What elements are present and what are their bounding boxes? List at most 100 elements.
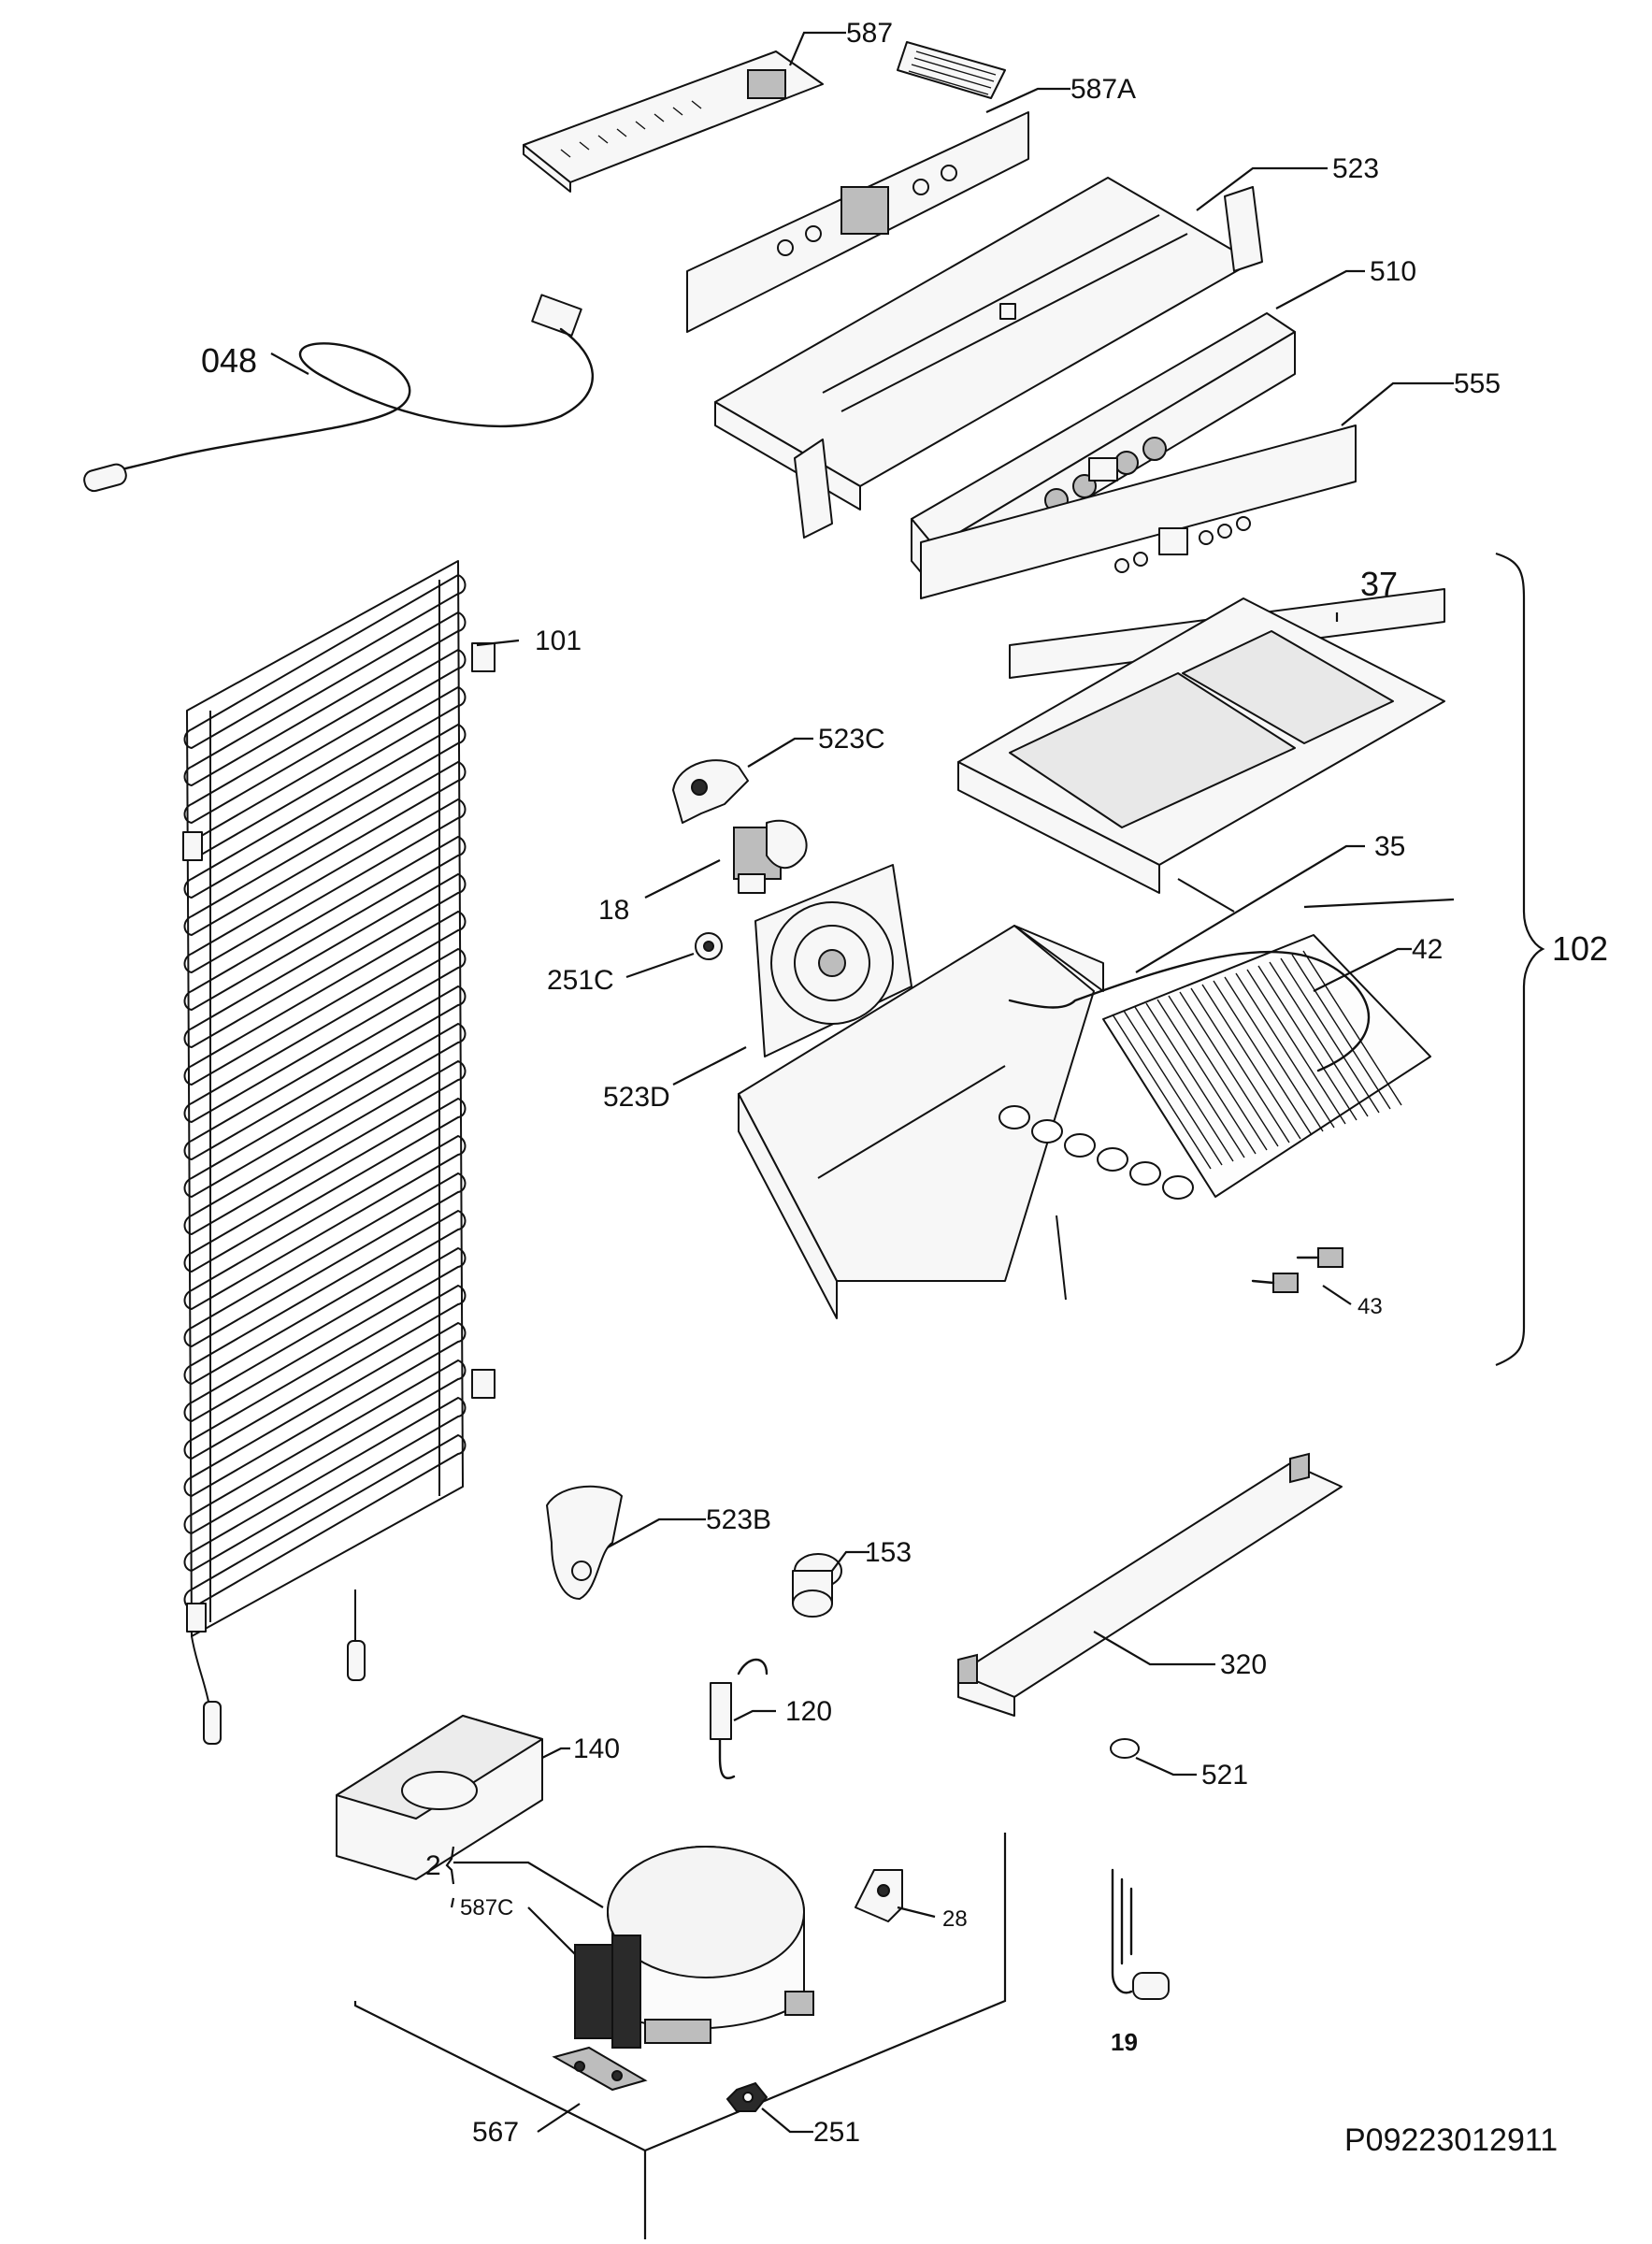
- evaporator-coil-loop: [1129, 1161, 1161, 1186]
- evaporator-fin: [1246, 969, 1346, 1125]
- part-43-connectors: [1251, 1247, 1343, 1293]
- part-523d-fan-shroud: [754, 864, 912, 1057]
- condenser-coil-row: [183, 648, 467, 825]
- label-523b: 523B: [706, 1504, 771, 1535]
- label-35: 35: [1374, 831, 1405, 862]
- part-587-pcb: [523, 50, 824, 193]
- evaporator-fin: [1257, 965, 1358, 1121]
- evaporator-coil-loop: [1162, 1175, 1194, 1200]
- label-120: 120: [785, 1696, 832, 1727]
- part-251c-fan-blade: [695, 932, 723, 960]
- evaporator-coil-loop: [998, 1105, 1030, 1129]
- label-43: 43: [1358, 1294, 1383, 1319]
- part-048-sensor-cable: [83, 294, 595, 493]
- evaporator-fin: [1291, 954, 1391, 1110]
- part-567-mounting-plate: [552, 2046, 648, 2092]
- condenser-coil-row: [183, 1059, 467, 1236]
- condenser-coil-row: [183, 1172, 467, 1348]
- condenser-coil-row: [183, 1321, 467, 1498]
- label-587c: 587C: [460, 1895, 513, 1920]
- condenser-coil-row: [183, 1209, 467, 1386]
- condenser-coil-row: [183, 611, 467, 787]
- evaporator-fin: [1112, 1014, 1212, 1170]
- evaporator-fin: [1168, 995, 1268, 1151]
- condenser-coil-row: [183, 1246, 467, 1423]
- label-048: 048: [201, 341, 257, 380]
- label-140: 140: [573, 1733, 620, 1764]
- part-101-condenser: [182, 560, 496, 1745]
- label-19: 19: [1111, 2028, 1138, 2056]
- label-521: 521: [1201, 1760, 1248, 1791]
- label-18: 18: [598, 895, 629, 926]
- label-251c: 251C: [547, 965, 614, 996]
- part-521-ring: [1110, 1738, 1140, 1759]
- condenser-coil-row: [183, 835, 467, 1012]
- label-28: 28: [942, 1906, 968, 1932]
- part-42-evaporator: [998, 934, 1431, 1200]
- label-587: 587: [846, 18, 893, 49]
- evaporator-fin: [1213, 980, 1313, 1136]
- label-102: 102: [1552, 929, 1608, 968]
- label-42: 42: [1412, 934, 1443, 965]
- condenser-coil-row: [183, 723, 467, 899]
- evaporator-fin: [1123, 1010, 1223, 1166]
- label-153: 153: [865, 1537, 912, 1568]
- evaporator-fin: [1156, 999, 1257, 1155]
- part-120-thermal-fuse: [710, 1658, 769, 1779]
- diagram-code: P09223012911: [1344, 2122, 1558, 2158]
- part-153-bushing: [792, 1553, 842, 1618]
- part-320-shelf-bar: [957, 1452, 1343, 1717]
- part-2-compressor: [574, 1846, 814, 2049]
- part-140-drip-tray: [336, 1715, 543, 1880]
- evaporator-fin: [1224, 976, 1324, 1132]
- evaporator-fin: [1235, 972, 1335, 1129]
- condenser-coil-row: [183, 798, 467, 974]
- condenser-coil-row: [183, 1097, 467, 1273]
- label-523d: 523D: [603, 1082, 670, 1113]
- evaporator-fin: [1190, 987, 1290, 1144]
- part-19-power-cord: [1111, 1868, 1170, 2000]
- evaporator-coil-loop: [1097, 1147, 1128, 1172]
- condenser-coil-row: [183, 947, 467, 1124]
- condenser-coil-row: [183, 760, 467, 937]
- label-320: 320: [1220, 1649, 1267, 1680]
- part-555-front-trim: [920, 424, 1357, 599]
- label-523: 523: [1332, 153, 1379, 184]
- part-523c-clip: [672, 759, 749, 824]
- label-251: 251: [813, 2117, 860, 2148]
- evaporator-fin: [1179, 991, 1279, 1147]
- evaporator-fin: [1269, 961, 1369, 1117]
- label-587a: 587A: [1070, 74, 1136, 105]
- condenser-coil-row: [183, 985, 467, 1161]
- condenser-coil-row: [183, 1022, 467, 1199]
- label-101: 101: [535, 626, 582, 656]
- evaporator-fin: [1134, 1006, 1234, 1162]
- condenser-coil-row: [183, 1396, 467, 1573]
- condenser-coil-row: [183, 1433, 467, 1610]
- condenser-coil-row: [183, 1134, 467, 1311]
- evaporator-coil-loop: [1031, 1119, 1063, 1144]
- label-37: 37: [1360, 565, 1398, 603]
- evaporator-coil-loop: [1064, 1133, 1096, 1158]
- part-251-nut: [725, 2081, 769, 2112]
- evaporator-fin: [1201, 984, 1301, 1140]
- condenser-coil-row: [183, 1359, 467, 1535]
- part-587a-display-board: [686, 41, 1029, 333]
- condenser-coil-row: [183, 872, 467, 1049]
- part-35-evaporator-tray: [738, 878, 1235, 1319]
- label-2: 2: [425, 1850, 441, 1881]
- part-37-evaporator-cover: [957, 588, 1445, 894]
- label-555: 555: [1454, 368, 1501, 399]
- part-18-fan-motor: [733, 819, 808, 894]
- label-567: 567: [472, 2117, 519, 2148]
- condenser-coil-row: [183, 910, 467, 1086]
- evaporator-fin: [1280, 957, 1380, 1114]
- label-523c: 523C: [818, 724, 885, 755]
- evaporator-fin: [1302, 950, 1402, 1106]
- label-510: 510: [1370, 256, 1416, 287]
- condenser-coil-row: [183, 1284, 467, 1460]
- part-28-bracket: [855, 1869, 903, 1922]
- part-523b-clip: [546, 1485, 623, 1600]
- evaporator-fin: [1145, 1002, 1245, 1158]
